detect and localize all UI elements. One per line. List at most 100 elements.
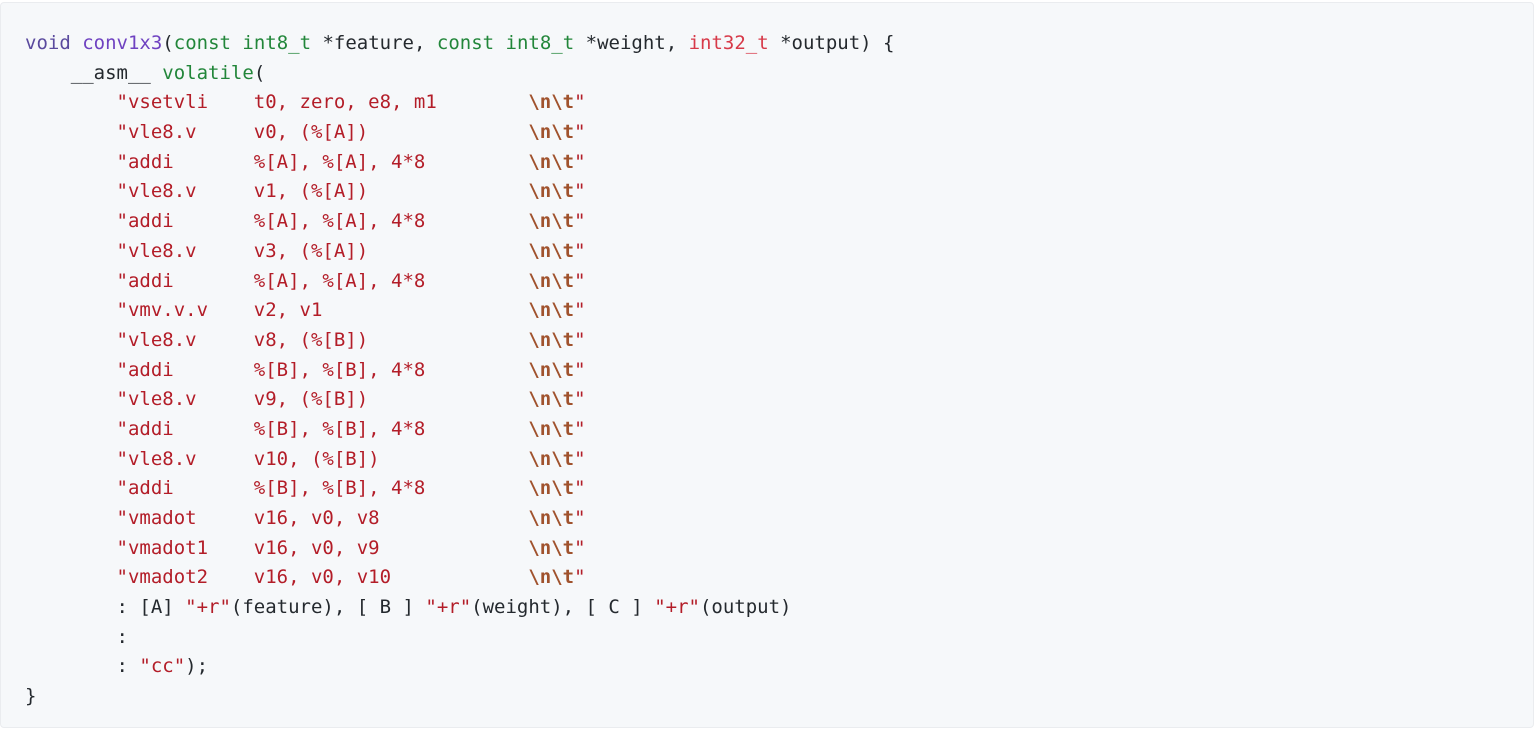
type-int8: int8_t bbox=[242, 32, 312, 54]
instruction-string: "vmadot2 v16, v0, v10 bbox=[116, 566, 529, 589]
string-close-quote: " bbox=[574, 447, 586, 470]
constraint-string: "+r" bbox=[185, 596, 231, 619]
escape-sequence: \n\t bbox=[528, 566, 575, 589]
code-line-instruction: "addi %[A], %[A], 4*8 \n\t" bbox=[25, 148, 895, 178]
string-close-quote: " bbox=[574, 210, 586, 233]
escape-sequence: \n\t bbox=[528, 121, 575, 144]
string-close-quote: " bbox=[574, 180, 586, 203]
code-line-instruction: "vle8.v v3, (%[A]) \n\t" bbox=[25, 237, 895, 267]
instruction-string: "vle8.v v0, (%[A]) bbox=[116, 121, 529, 144]
code-line-asm: __asm__ volatile( bbox=[25, 59, 895, 89]
code-line-instruction: "vmadot2 v16, v0, v10 \n\t" bbox=[25, 563, 895, 593]
code-line-signature: void conv1x3(const int8_t *feature, cons… bbox=[25, 29, 895, 59]
instruction-string: "vle8.v v1, (%[A]) bbox=[116, 180, 529, 203]
type-int32: int32_t bbox=[688, 32, 769, 54]
operand-text: (feature), [ B ] bbox=[230, 596, 426, 619]
keyword-void: void bbox=[25, 32, 71, 54]
keyword-const: const bbox=[436, 32, 495, 54]
string-close-quote: " bbox=[574, 121, 586, 144]
escape-sequence: \n\t bbox=[528, 180, 575, 203]
code-line-instruction: "addi %[B], %[B], 4*8 \n\t" bbox=[25, 415, 895, 445]
code-line-instruction: "vmadot1 v16, v0, v9 \n\t" bbox=[25, 534, 895, 564]
string-close-quote: " bbox=[574, 477, 586, 500]
keyword-const: const bbox=[173, 32, 231, 54]
code-line-instruction: "vle8.v v9, (%[B]) \n\t" bbox=[25, 385, 895, 415]
code-line-instruction: "addi %[A], %[A], 4*8 \n\t" bbox=[25, 267, 895, 297]
code-line-instruction: "addi %[B], %[B], 4*8 \n\t" bbox=[25, 356, 895, 386]
instruction-string: "vle8.v v10, (%[B]) bbox=[116, 447, 529, 470]
code-line-instruction: "addi %[B], %[B], 4*8 \n\t" bbox=[25, 474, 895, 504]
code-line-instruction: "addi %[A], %[A], 4*8 \n\t" bbox=[25, 207, 895, 237]
param-weight: *weight, bbox=[574, 32, 689, 54]
string-close-quote: " bbox=[574, 507, 586, 529]
code-line-operands: : [A] "+r"(feature), [ B ] "+r"(weight),… bbox=[25, 593, 895, 623]
instruction-string: "vmadot1 v16, v0, v9 bbox=[116, 536, 529, 559]
function-name: conv1x3 bbox=[82, 32, 163, 54]
escape-sequence: \n\t bbox=[528, 417, 575, 440]
escape-sequence: \n\t bbox=[528, 91, 575, 114]
escape-sequence: \n\t bbox=[528, 210, 575, 233]
instruction-string: "addi %[A], %[A], 4*8 bbox=[116, 150, 529, 173]
param-feature: *feature, bbox=[311, 32, 437, 54]
instruction-string: "addi %[B], %[B], 4*8 bbox=[116, 358, 529, 381]
keyword-asm: __asm__ bbox=[70, 61, 151, 84]
string-close-quote: " bbox=[574, 239, 586, 262]
code-line-instruction: "vle8.v v1, (%[A]) \n\t" bbox=[25, 177, 895, 207]
escape-sequence: \n\t bbox=[528, 150, 575, 173]
code-line-instruction: "vle8.v v8, (%[B]) \n\t" bbox=[25, 326, 895, 356]
escape-sequence: \n\t bbox=[528, 507, 575, 529]
param-output: *output) { bbox=[768, 32, 895, 54]
string-close-quote: " bbox=[574, 417, 586, 440]
open-paren: ( bbox=[253, 61, 266, 84]
clobber-suffix: ); bbox=[185, 655, 209, 678]
escape-sequence: \n\t bbox=[528, 239, 575, 262]
string-close-quote: " bbox=[574, 328, 586, 351]
escape-sequence: \n\t bbox=[528, 269, 575, 292]
instruction-string: "addi %[A], %[A], 4*8 bbox=[116, 269, 529, 292]
type-int8: int8_t bbox=[505, 32, 575, 54]
code-line-instruction: "vmadot v16, v0, v8 \n\t" bbox=[25, 504, 895, 534]
code-listing: void conv1x3(const int8_t *feature, cons… bbox=[25, 29, 895, 712]
string-close-quote: " bbox=[574, 388, 586, 411]
code-line-clobber: : "cc"); bbox=[25, 652, 895, 682]
code-line-instruction: "vsetvli t0, zero, e8, m1 \n\t" bbox=[25, 88, 895, 118]
operand-prefix: : [A] bbox=[116, 596, 186, 619]
clobber-string: "cc" bbox=[139, 655, 186, 678]
keyword-volatile: volatile bbox=[162, 61, 254, 84]
escape-sequence: \n\t bbox=[528, 299, 575, 322]
code-line-inputs: : bbox=[25, 623, 895, 653]
string-close-quote: " bbox=[574, 299, 586, 322]
code-line-instruction: "vle8.v v10, (%[B]) \n\t" bbox=[25, 445, 895, 475]
instruction-string: "vle8.v v8, (%[B]) bbox=[116, 328, 529, 351]
escape-sequence: \n\t bbox=[528, 536, 575, 559]
escape-sequence: \n\t bbox=[528, 477, 575, 500]
instruction-string: "addi %[B], %[B], 4*8 bbox=[116, 477, 529, 500]
code-line-close: } bbox=[25, 682, 895, 712]
constraint-string: "+r" bbox=[425, 596, 472, 619]
instruction-string: "addi %[B], %[B], 4*8 bbox=[116, 417, 529, 440]
clobber-prefix: : bbox=[116, 655, 140, 678]
inputs-separator: : bbox=[116, 625, 128, 648]
code-line-instruction: "vle8.v v0, (%[A]) \n\t" bbox=[25, 118, 895, 148]
open-paren: ( bbox=[162, 32, 174, 54]
string-close-quote: " bbox=[574, 269, 586, 292]
escape-sequence: \n\t bbox=[528, 447, 575, 470]
string-close-quote: " bbox=[574, 91, 586, 114]
operand-text: (output) bbox=[699, 596, 792, 619]
string-close-quote: " bbox=[574, 150, 586, 173]
instruction-string: "vsetvli t0, zero, e8, m1 bbox=[116, 91, 529, 114]
string-close-quote: " bbox=[574, 566, 586, 589]
code-line-instruction: "vmv.v.v v2, v1 \n\t" bbox=[25, 296, 895, 326]
escape-sequence: \n\t bbox=[528, 328, 575, 351]
instruction-lines: "vsetvli t0, zero, e8, m1 \n\t" "vle8.v … bbox=[25, 88, 895, 593]
instruction-string: "vle8.v v9, (%[B]) bbox=[116, 388, 529, 411]
string-close-quote: " bbox=[574, 536, 586, 559]
instruction-string: "vmadot v16, v0, v8 bbox=[116, 507, 529, 529]
escape-sequence: \n\t bbox=[528, 358, 575, 381]
closing-brace: } bbox=[25, 685, 37, 708]
operand-text: (weight), [ C ] bbox=[471, 596, 655, 619]
string-close-quote: " bbox=[574, 358, 586, 381]
instruction-string: "vmv.v.v v2, v1 bbox=[116, 299, 529, 322]
instruction-string: "addi %[A], %[A], 4*8 bbox=[116, 210, 529, 233]
